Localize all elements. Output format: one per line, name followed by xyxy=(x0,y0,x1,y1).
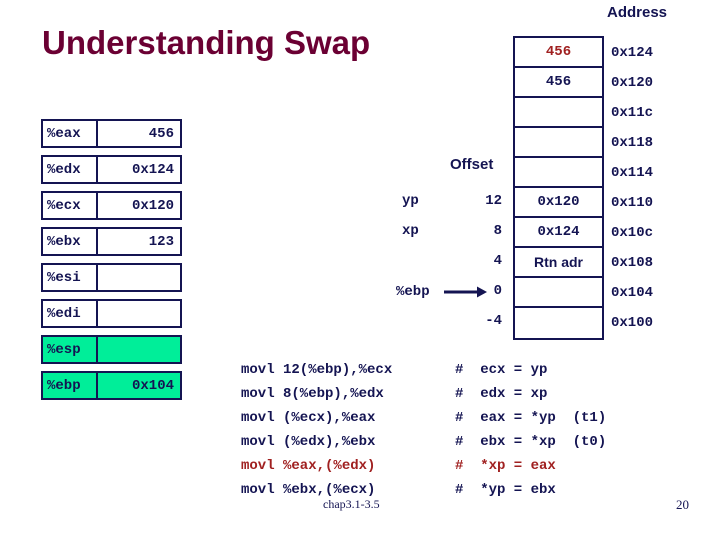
footer-note: chap3.1-3.5 xyxy=(323,497,380,511)
register-name: %esp xyxy=(43,337,98,362)
page-number: 20 xyxy=(676,497,689,512)
offset-value: 4 xyxy=(493,253,502,269)
offset-row: -4 xyxy=(392,306,502,336)
register-name: %esi xyxy=(43,265,98,290)
memory-address-label: 0x11c xyxy=(611,105,654,121)
code-line: movl %ebx,(%ecx) # *yp = ebx xyxy=(241,478,685,502)
code-instruction: movl 12(%ebp),%ecx xyxy=(241,362,393,378)
offset-value: -4 xyxy=(485,313,502,329)
register-row: %ebx 123 xyxy=(41,227,182,256)
register-row: %eax 456 xyxy=(41,119,182,148)
register-value xyxy=(98,301,180,326)
register-name: %edx xyxy=(43,157,98,182)
memory-cell: 456 xyxy=(515,68,602,98)
memory-address-label: 0x114 xyxy=(611,165,654,181)
register-value: 0x124 xyxy=(131,161,174,178)
register-file-table: %eax 456 %edx 0x124 %ecx 0x120 %ebx 123 %esi %edi… xyxy=(41,119,182,407)
register-row: %edx 0x124 xyxy=(41,155,182,184)
offset-row: 4 xyxy=(392,246,502,276)
page-title: Understanding Swap xyxy=(42,24,371,61)
memory-address-label: 0x10c xyxy=(611,225,654,241)
ebp-pointer-label: %ebp xyxy=(396,284,430,300)
assembly-code-block: movl 12(%ebp),%ecx # ecx = yp movl 8(%ebp)… xyxy=(241,358,685,502)
register-value: 0x104 xyxy=(131,377,174,394)
register-value: 456 xyxy=(148,125,174,142)
register-row: %ebp 0x104 xyxy=(41,371,182,400)
code-instruction: movl %eax,(%edx) xyxy=(241,458,376,474)
address-label-column: 0x124 0x120 0x11c 0x118 0x114 0x110 0x10c 0x108… xyxy=(611,38,653,338)
code-comment: # ecx = yp xyxy=(455,362,548,378)
register-name: %ebx xyxy=(43,229,98,254)
register-name: %ecx xyxy=(43,193,98,218)
memory-cell xyxy=(515,128,602,158)
offset-row: xp 8 xyxy=(392,216,502,246)
memory-cell xyxy=(515,278,602,308)
code-instruction: movl (%edx),%ebx xyxy=(241,434,376,450)
register-row: %esp xyxy=(41,335,182,364)
memory-address-label: 0x120 xyxy=(611,75,654,91)
code-instruction: movl %ebx,(%ecx) xyxy=(241,482,376,498)
code-instruction: movl (%ecx),%eax xyxy=(241,410,376,426)
offset-value: 0 xyxy=(493,283,502,299)
code-comment: # eax = *yp (t1) xyxy=(455,410,607,426)
code-line: movl (%ecx),%eax # eax = *yp (t1) xyxy=(241,406,685,430)
memory-cell: Rtn adr xyxy=(515,248,602,278)
offset-variable-label: yp xyxy=(402,193,419,209)
register-row: %ecx 0x120 xyxy=(41,191,182,220)
memory-cell xyxy=(515,158,602,188)
register-value xyxy=(98,337,180,362)
register-value: 0x120 xyxy=(131,197,174,214)
register-name: %eax xyxy=(43,121,98,146)
offset-row: yp 12 xyxy=(392,186,502,216)
memory-cell: 0x124 xyxy=(515,218,602,248)
memory-address-label: 0x100 xyxy=(611,315,654,331)
code-line: movl 12(%ebp),%ecx # ecx = yp xyxy=(241,358,685,382)
memory-cell: 456 xyxy=(515,38,602,68)
code-comment: # *xp = eax xyxy=(455,458,556,474)
offset-value: 12 xyxy=(485,193,502,209)
memory-address-label: 0x110 xyxy=(611,195,654,211)
register-value: 123 xyxy=(148,233,174,250)
offset-variable-label: xp xyxy=(402,223,419,239)
memory-address-label: 0x104 xyxy=(611,285,654,301)
code-comment: # ebx = *xp (t0) xyxy=(455,434,607,450)
code-comment: # edx = xp xyxy=(455,386,548,402)
memory-address-label: 0x124 xyxy=(611,45,654,61)
code-line: movl 8(%ebp),%edx # edx = xp xyxy=(241,382,685,406)
offset-column-header: Offset xyxy=(450,156,494,173)
memory-address-label: 0x118 xyxy=(611,135,654,151)
right-arrow-icon xyxy=(444,286,487,298)
memory-address-label: 0x108 xyxy=(611,255,654,271)
register-row: %esi xyxy=(41,263,182,292)
code-instruction: movl 8(%ebp),%edx xyxy=(241,386,384,402)
memory-cell xyxy=(515,98,602,128)
memory-cell xyxy=(515,308,602,338)
address-column-header: Address xyxy=(607,4,668,21)
register-name: %ebp xyxy=(43,373,98,398)
code-line: movl %eax,(%edx) # *xp = eax xyxy=(241,454,685,478)
register-row: %edi xyxy=(41,299,182,328)
register-name: %edi xyxy=(43,301,98,326)
code-line: movl (%edx),%ebx # ebx = *xp (t0) xyxy=(241,430,685,454)
offset-row: 0 xyxy=(392,276,502,306)
code-comment: # *yp = ebx xyxy=(455,482,556,498)
offset-value: 8 xyxy=(493,223,502,239)
register-value xyxy=(98,265,180,290)
memory-cell: 0x120 xyxy=(515,188,602,218)
